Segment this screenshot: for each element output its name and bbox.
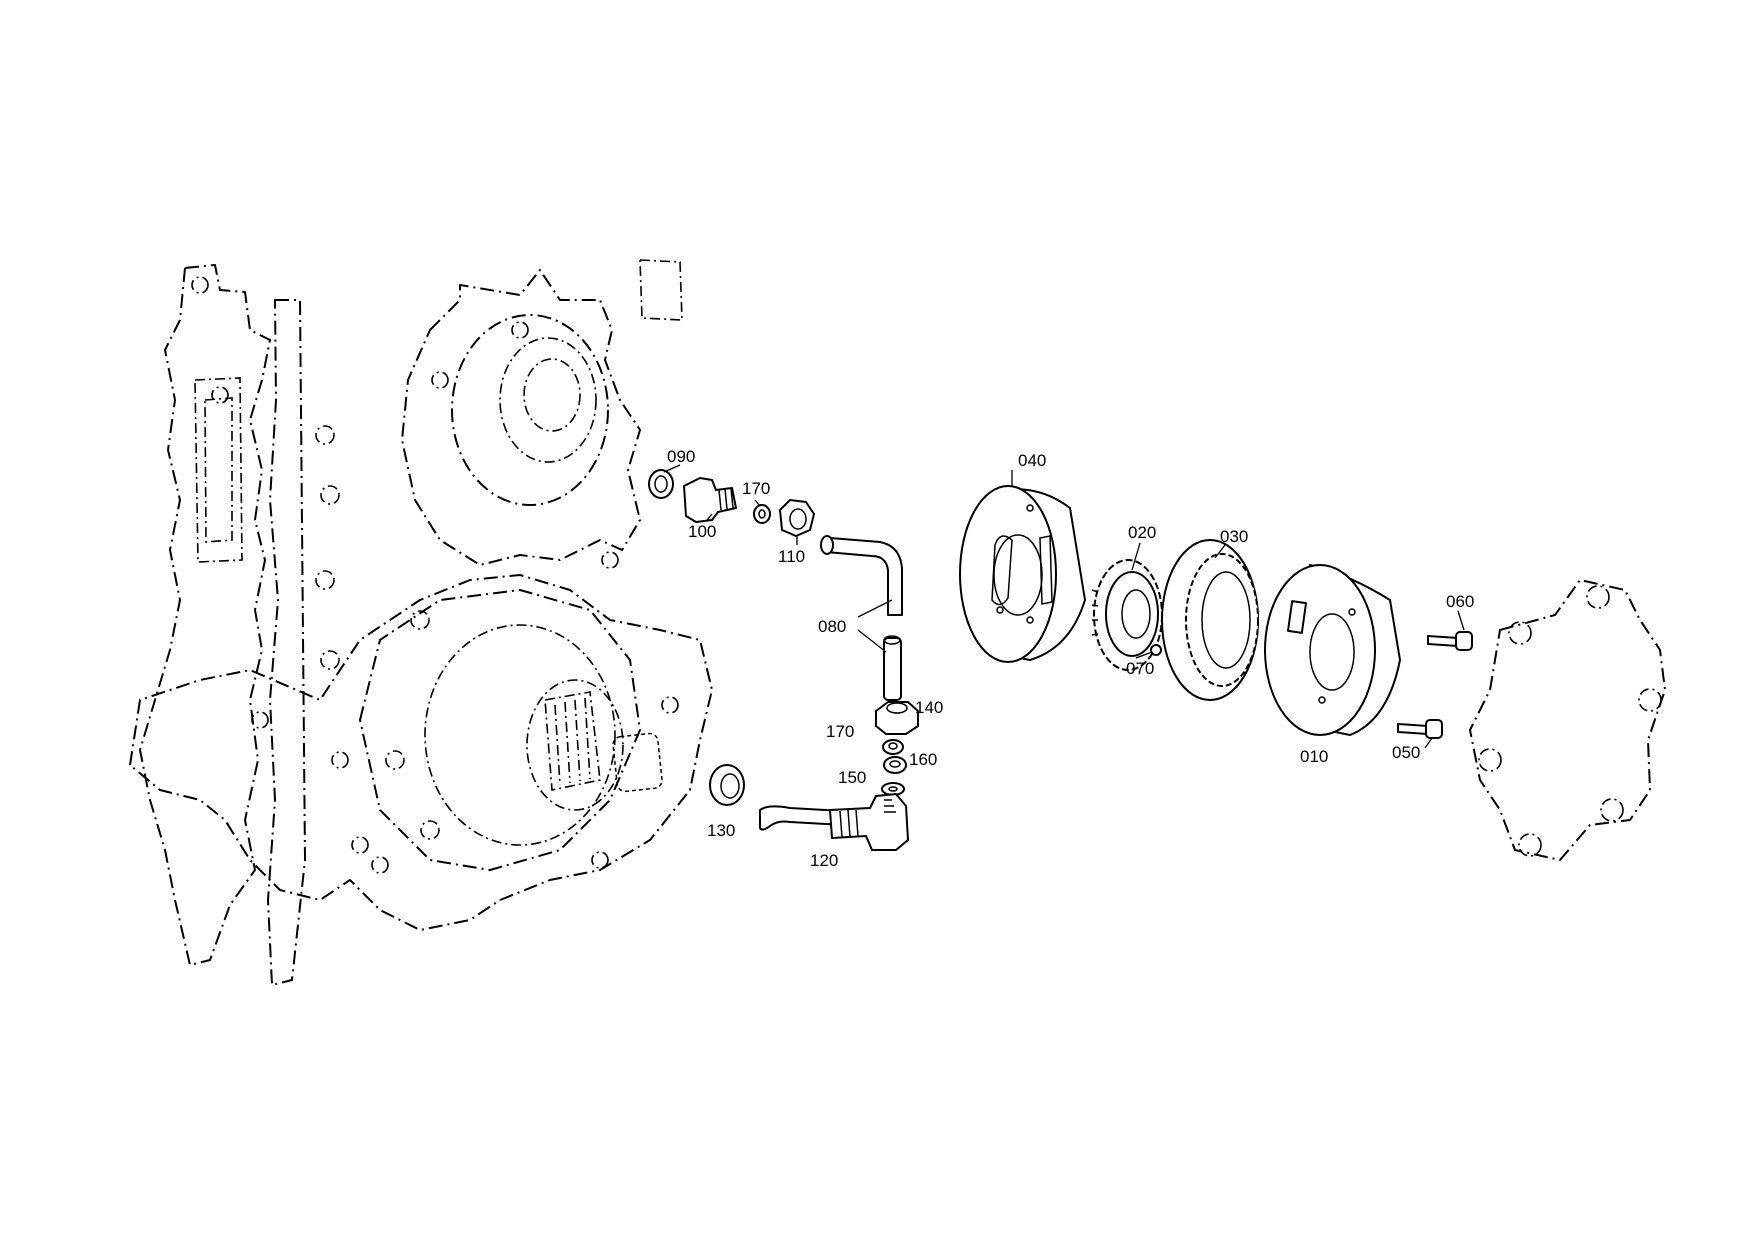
label-020: 020 [1128, 523, 1156, 542]
label-150: 150 [838, 768, 866, 787]
rear-cover-outline [1469, 579, 1666, 861]
label-030: 030 [1220, 527, 1248, 546]
part-170-ring-lower [882, 739, 904, 755]
part-050-bolt [1397, 719, 1443, 739]
label-050: 050 [1392, 743, 1420, 762]
label-120: 120 [810, 851, 838, 870]
label-160: 160 [909, 750, 937, 769]
label-080: 080 [818, 617, 846, 636]
part-090-seal-ring [648, 469, 674, 499]
part-060-bolt [1427, 631, 1473, 651]
part-010-pump-housing [1264, 564, 1401, 736]
part-110-nut [779, 499, 815, 537]
label-100: 100 [688, 522, 716, 541]
label-010: 010 [1300, 747, 1328, 766]
label-110: 110 [778, 547, 805, 566]
leader-lines [663, 464, 1465, 749]
part-100-fitting [683, 477, 737, 523]
part-080-pipe [820, 535, 903, 701]
label-130: 130 [707, 821, 735, 840]
label-070: 070 [1126, 659, 1154, 678]
part-160-ring [883, 756, 907, 774]
label-170-lower: 170 [826, 722, 854, 741]
part-040-pump-plate [959, 485, 1086, 663]
label-040: 040 [1018, 451, 1046, 470]
part-130-seal-ring [709, 764, 745, 806]
part-030-annulus-ring [1161, 539, 1259, 701]
label-090: 090 [667, 447, 695, 466]
part-140-nut [875, 701, 919, 735]
part-070-pin [1150, 644, 1162, 656]
part-150-washer [881, 782, 905, 796]
label-140: 140 [915, 698, 943, 717]
part-120-pipe-fitting [759, 793, 909, 851]
part-170-ring-upper [753, 504, 771, 524]
label-170-upper: 170 [742, 479, 770, 498]
part-020-gear [1091, 559, 1163, 671]
housing-outline [129, 259, 713, 986]
label-060: 060 [1446, 592, 1474, 611]
